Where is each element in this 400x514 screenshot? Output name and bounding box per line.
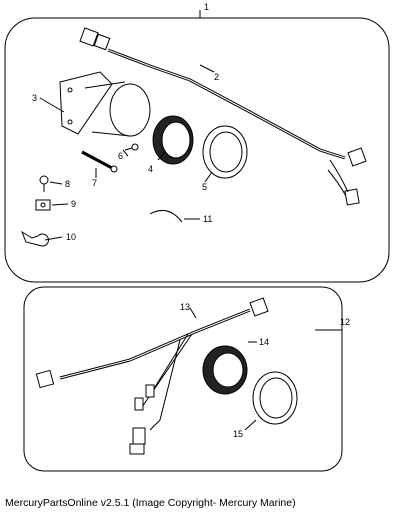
callout-3: 3 — [32, 93, 37, 103]
callout-14: 14 — [259, 337, 269, 347]
parts-diagram: 1 2 3 4 5 6 7 8 9 10 11 12 13 14 15 — [4, 2, 390, 472]
wiring-harness-part-2 — [79, 27, 367, 206]
callout-15: 15 — [233, 429, 243, 439]
callout-9: 9 — [71, 199, 76, 209]
group-1-frame — [4, 17, 390, 283]
callout-6: 6 — [118, 151, 123, 161]
callout-1: 1 — [204, 2, 209, 12]
callout-12: 12 — [340, 317, 350, 327]
bezel-part-5 — [202, 125, 248, 179]
group-12-frame — [23, 286, 343, 472]
gauge-part-14 — [202, 345, 248, 395]
callout-7: 7 — [92, 178, 97, 188]
callout-10: 10 — [66, 232, 76, 242]
bezel-part-15 — [252, 371, 298, 425]
retainer-ring-part-11 — [149, 209, 183, 223]
callout-11: 11 — [203, 214, 212, 224]
wiring-harness-part-13 — [35, 297, 269, 455]
gauge-part-4 — [152, 115, 194, 165]
copyright-footer: MercuryPartsOnline v2.5.1 (Image Copyrig… — [5, 497, 296, 509]
gauge-housing-part-3 — [59, 71, 151, 137]
screw-part-6 — [124, 143, 139, 151]
callout-13: 13 — [180, 302, 190, 312]
clamp-part-10 — [20, 230, 49, 247]
clip-part-9 — [35, 199, 51, 211]
callout-2: 2 — [214, 72, 219, 82]
screw-part-8 — [39, 175, 49, 192]
callout-8: 8 — [65, 179, 70, 189]
callout-4: 4 — [148, 164, 153, 174]
stud-part-7 — [81, 150, 118, 173]
callout-5: 5 — [202, 182, 207, 192]
